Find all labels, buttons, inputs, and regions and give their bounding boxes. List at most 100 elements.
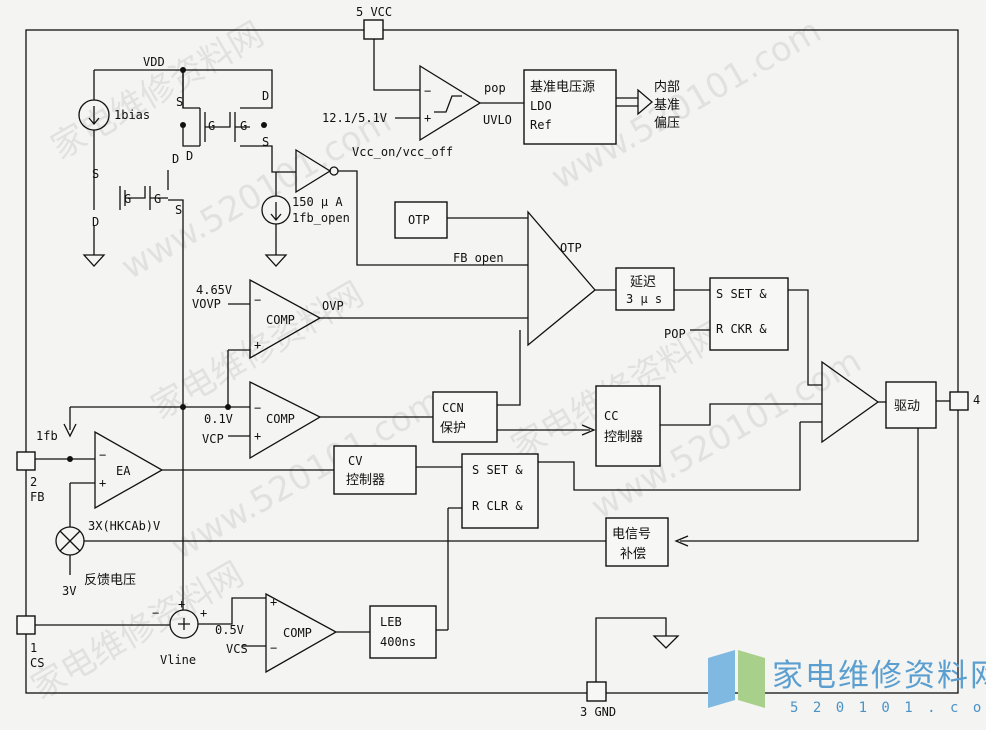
ocp-vref: 0.1V: [204, 412, 233, 426]
internal-bias-line2: 基准: [654, 98, 680, 113]
latch1-set: S SET &: [716, 287, 767, 301]
leb-line1: LEB: [380, 615, 402, 629]
fb-open-label: FB open: [453, 251, 504, 265]
fet-label-d2: D: [262, 89, 269, 103]
pin-gnd: [586, 681, 607, 702]
ocp-comp-label: COMP: [266, 412, 295, 426]
otp-gate: [527, 210, 596, 347]
ovp-section: 4.65V VOVP − + COMP OVP: [192, 278, 528, 407]
v3-label: 3V: [62, 584, 76, 598]
cs-minus-label: −: [152, 606, 159, 620]
internal-bias-line3: 偏压: [654, 116, 680, 131]
cs-section: − + + Vline + − COMP 0.5V VCS LEB 400ns: [35, 460, 448, 674]
fb-voltage-label: 反馈电压: [84, 573, 136, 588]
ovp-comparator: [249, 278, 322, 360]
latch-2: [461, 453, 539, 529]
ifb-label: 1fb: [36, 429, 58, 443]
uvlo-vcc-on-off: Vcc_on/vcc_off: [352, 145, 453, 159]
cv-line2: 控制器: [346, 473, 385, 488]
fb-open-detector: 150 μ A 1fb_open: [261, 148, 528, 267]
reference-line2: LDO: [530, 99, 552, 113]
vdd-label: VDD: [143, 55, 165, 69]
uvlo-pop-label: pop: [484, 81, 506, 95]
leb-box: [369, 605, 437, 659]
fet-label-s3: S: [92, 167, 99, 181]
cs-comp-label: COMP: [283, 626, 312, 640]
watermark-site-1: 家电维修资料网: [45, 14, 271, 168]
ea-plus: +: [99, 476, 106, 490]
delay-line1: 延迟: [630, 275, 656, 290]
ovp-vref: 4.65V: [196, 283, 232, 297]
driver-label: 驱动: [894, 399, 920, 414]
bias-section: VDD 1bias S D G G D S S D G G D S: [78, 55, 296, 460]
fet-label-s4: S: [175, 203, 182, 217]
delay-box: [615, 267, 675, 311]
ovp-vovp: VOVP: [192, 297, 221, 311]
otp-section: OTP FB open OTP 延迟 3 μ s S SET & R CKR &…: [394, 201, 822, 386]
driver-box: [885, 381, 937, 429]
pin-out: [949, 391, 969, 411]
ocp-section: − + COMP 0.1V VCP CCN 保护 CC 控制器: [70, 330, 822, 467]
signal-comp-line1: 电信号: [612, 527, 651, 542]
ifb-open-label: 1fb_open: [292, 211, 350, 225]
uvlo-threshold: 12.1/5.1V: [322, 111, 387, 125]
cs-plus-right: +: [200, 606, 207, 620]
internal-bias-line1: 内部: [654, 79, 680, 95]
uvlo-minus: −: [424, 84, 431, 98]
latch2-set: S SET &: [472, 463, 523, 477]
pin-fb: [16, 451, 36, 471]
driver-section: 驱动: [538, 360, 950, 547]
ocp-vcp: VCP: [202, 432, 224, 446]
multiplier-label: 3X(HKCAb)V: [88, 519, 160, 533]
otp-box: [394, 201, 448, 239]
ibias-label: 1bias: [114, 108, 150, 122]
fet-label-g1: G: [208, 119, 215, 133]
driver-gate: [821, 360, 880, 444]
ic-boundary: [25, 29, 959, 694]
fet-label-s2: S: [262, 135, 269, 149]
cs-vcs: VCS: [226, 642, 248, 656]
ovp-plus: +: [254, 338, 261, 352]
latch-1: [709, 277, 789, 351]
ground-icon-left: [82, 226, 106, 267]
logo-site-text: 家电维修资料网: [772, 658, 986, 694]
fet-label-d4: D: [172, 152, 179, 166]
otp-gate-label: OTP: [560, 241, 582, 255]
fet-label-d3: D: [92, 215, 99, 229]
ovp-comp-label: COMP: [266, 313, 295, 327]
pin-gnd-label: 3 GND: [580, 705, 616, 719]
latch1-pop: POP: [664, 327, 686, 341]
ea-section: 1fb − + EA 3X(HKCAb)V 反馈电压 3V CV 控制器 S S…: [35, 407, 669, 630]
pin-cs-name: CS: [30, 656, 44, 670]
ocp-plus: +: [254, 429, 261, 443]
error-amplifier: [94, 430, 164, 510]
pin-cs: [16, 615, 36, 635]
pin-fb-number: 2: [30, 475, 37, 489]
pin-vcc: [363, 19, 384, 40]
ccn-line1: CCN: [442, 401, 464, 415]
uvlo-label: UVLO: [483, 113, 512, 127]
ccn-protect-box: [432, 391, 498, 443]
cs-comparator: [265, 592, 338, 674]
ea-minus: −: [99, 448, 106, 462]
cc-line2: 控制器: [604, 430, 643, 445]
uvlo-plus: +: [424, 111, 431, 125]
reference-line3: Ref: [530, 118, 552, 132]
fet-label-d1: D: [186, 149, 193, 163]
pin-vcc-label: 5 VCC: [356, 5, 392, 19]
ovp-minus: −: [254, 293, 261, 307]
site-logo: 家电维修资料网 5 2 0 1 0 1 . c o m: [708, 650, 986, 716]
cs-comp-minus: −: [270, 641, 277, 655]
vline-label: Vline: [160, 653, 196, 667]
reference-line1: 基准电压源: [530, 80, 595, 95]
latch2-reset: R CLR &: [472, 499, 523, 513]
leb-line2: 400ns: [380, 635, 416, 649]
ccn-line2: 保护: [440, 421, 466, 436]
cc-controller-box: [595, 385, 661, 467]
pin-out-label: 4: [973, 393, 980, 407]
pin-fb-name: FB: [30, 490, 44, 504]
ocp-minus: −: [254, 401, 261, 415]
fet-label-g2: G: [240, 119, 247, 133]
ea-label: EA: [116, 464, 131, 478]
